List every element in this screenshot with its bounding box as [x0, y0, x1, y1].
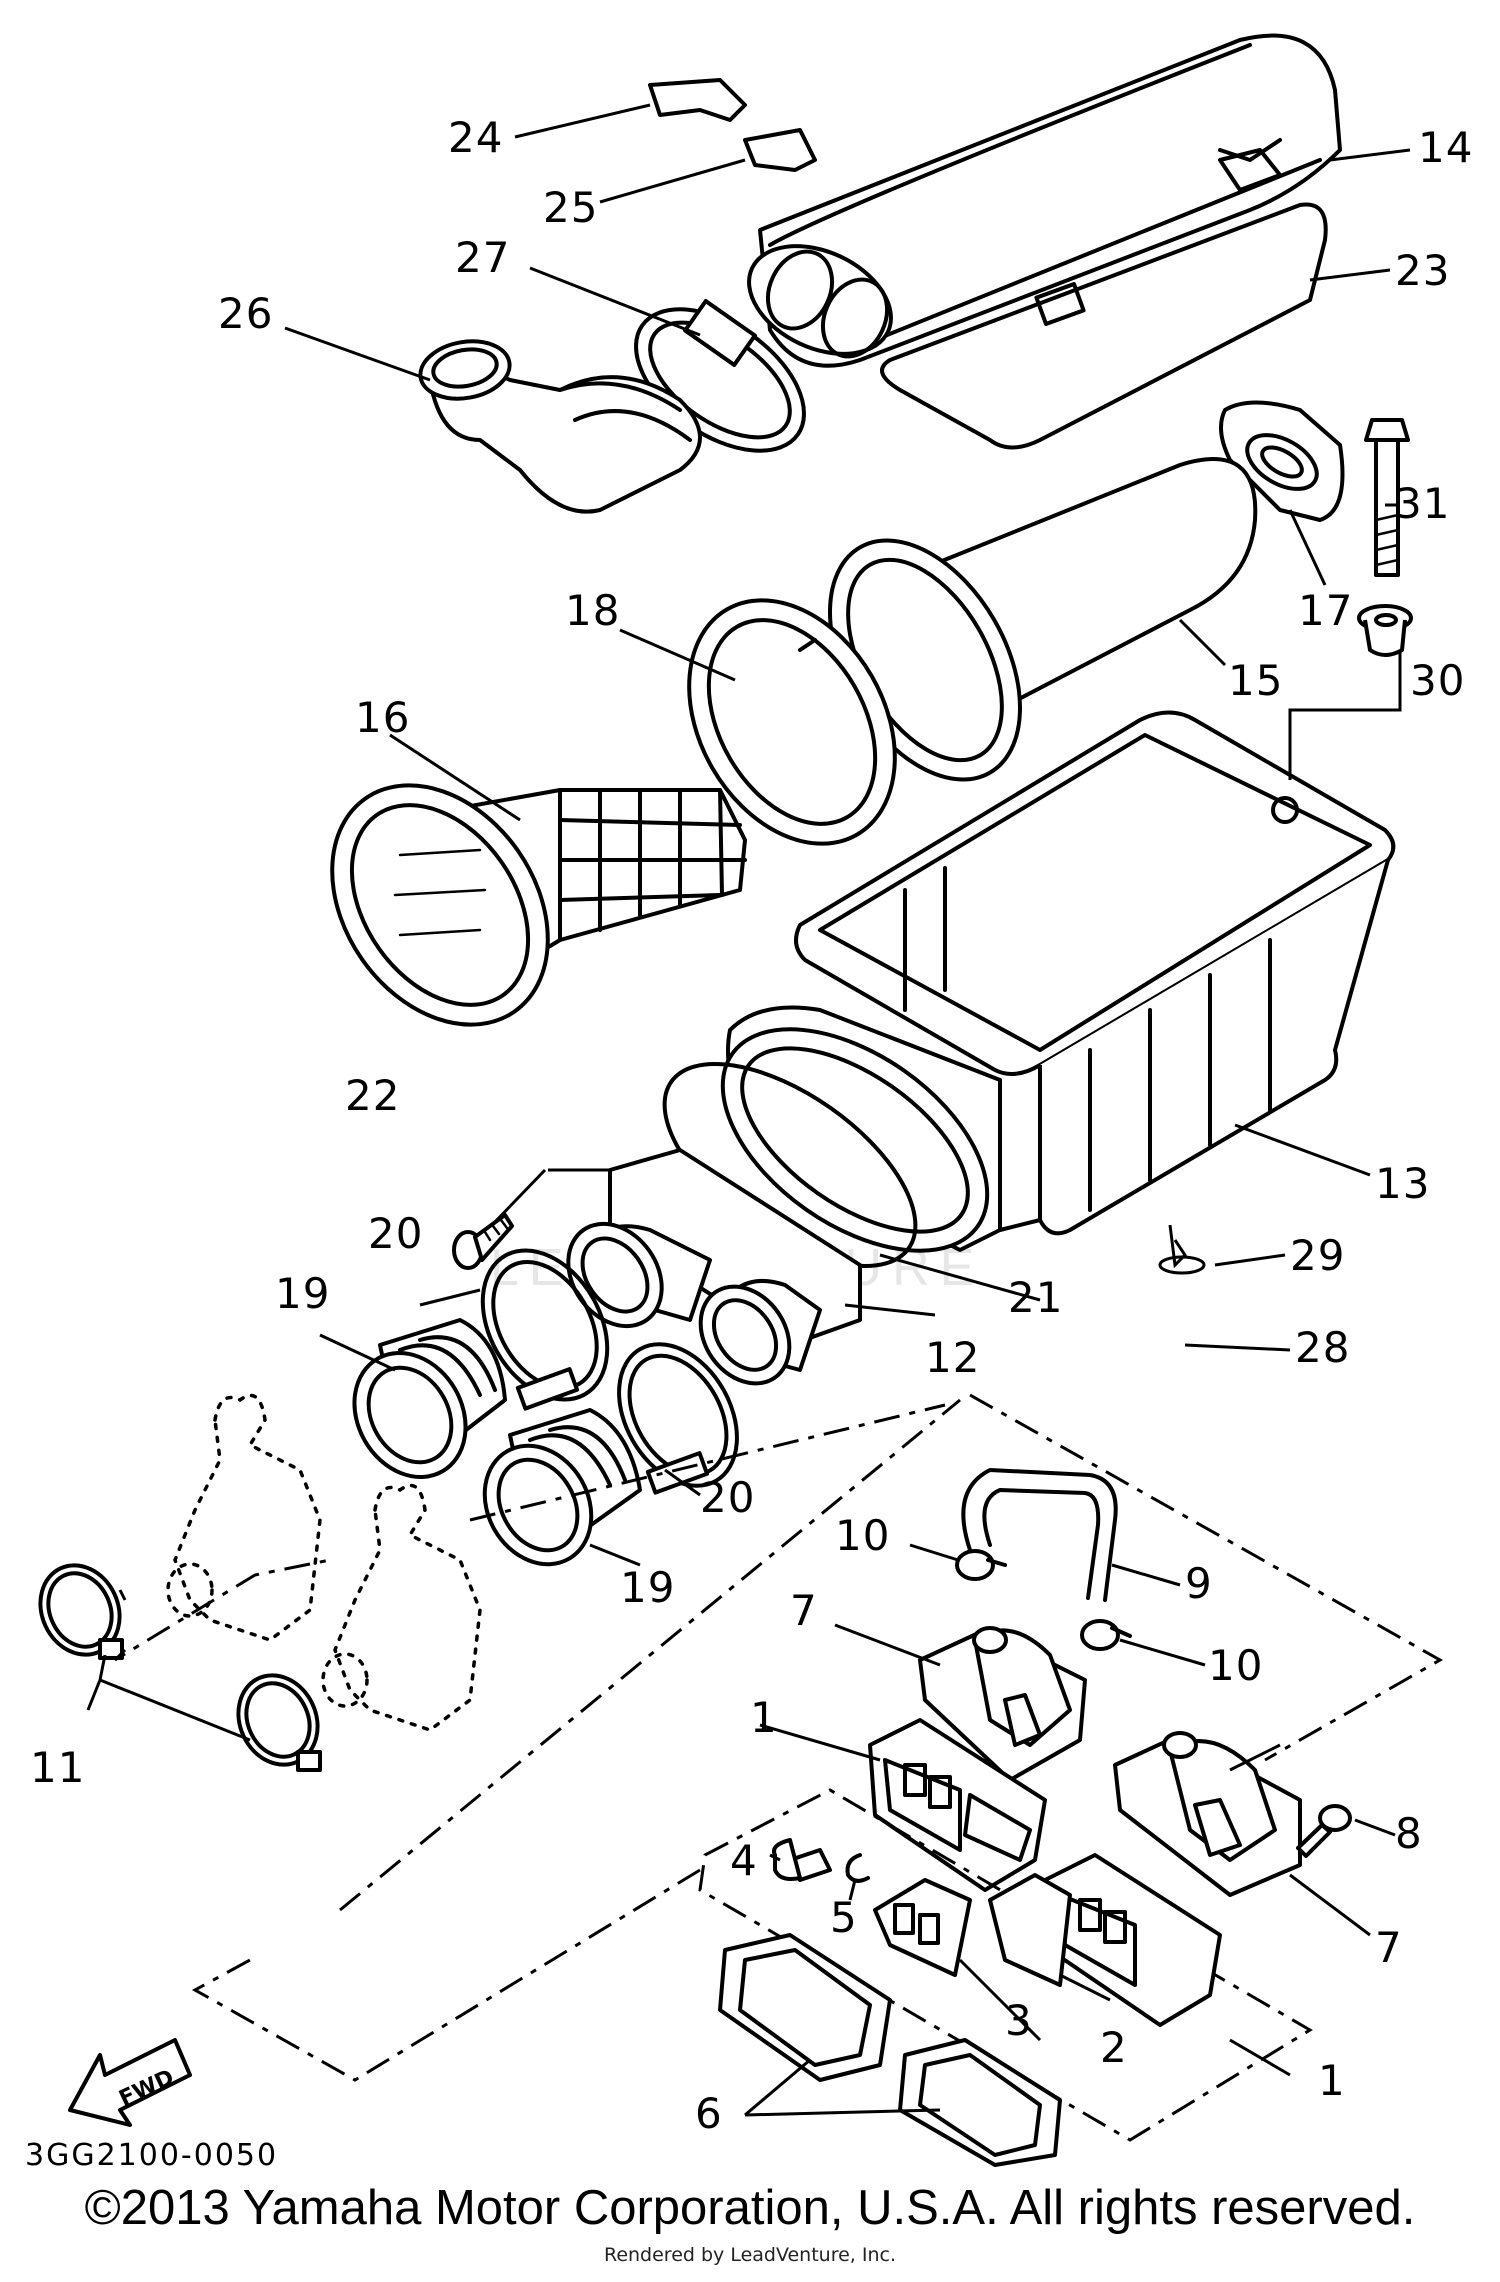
part-16-filter-cage — [330, 783, 747, 1027]
label-5: 5 — [830, 1893, 858, 1942]
part-19-boot-lower — [482, 1408, 642, 1567]
label-14: 14 — [1418, 123, 1473, 172]
label-15: 15 — [1228, 656, 1283, 705]
part-11-clamp-b — [236, 1673, 322, 1772]
label-31: 31 — [1395, 479, 1450, 528]
part-14-airbox-cover — [747, 33, 1342, 368]
label-9: 9 — [1185, 1559, 1213, 1608]
fwd-arrow: FWD — [68, 2038, 192, 2127]
label-30: 30 — [1410, 656, 1465, 705]
part-19-boot-upper — [352, 1318, 507, 1480]
label-8: 8 — [1395, 1809, 1423, 1858]
label-19a: 19 — [275, 1269, 330, 1318]
part-27-band — [634, 299, 806, 453]
leader-lines — [86, 103, 1411, 2117]
copyright-notice: ©2013 Yamaha Motor Corporation, U.S.A. A… — [84, 2181, 1416, 2235]
part-30-grommet — [1357, 604, 1413, 657]
label-19b: 19 — [620, 1563, 675, 1612]
part-6-gasket-b — [898, 2038, 1062, 2167]
part-31-bolt — [1364, 418, 1410, 577]
part-20-clamp-upper — [480, 1248, 610, 1411]
part-24-clip — [648, 78, 747, 122]
rendered-by-notice: Rendered by LeadVenture, Inc. — [603, 2244, 897, 2266]
label-28: 28 — [1295, 1323, 1350, 1372]
label-10b: 10 — [1208, 1641, 1263, 1690]
label-18: 18 — [565, 586, 620, 635]
label-24: 24 — [448, 113, 503, 162]
label-23: 23 — [1395, 246, 1450, 295]
part-9-hose — [961, 1468, 1118, 1602]
part-26-intake-duct — [418, 339, 702, 514]
label-1a: 1 — [750, 1693, 778, 1742]
part-10-clip-lower — [1080, 1619, 1132, 1651]
label-20b: 20 — [700, 1473, 755, 1522]
label-4: 4 — [730, 1836, 758, 1885]
label-1b: 1 — [1318, 2056, 1346, 2105]
intake-group-boundary — [113, 1393, 1444, 2082]
label-10a: 10 — [835, 1511, 890, 1560]
label-16: 16 — [355, 693, 410, 742]
part-18-ring — [687, 598, 897, 846]
part-1-reed-valve-upper — [868, 1718, 1047, 1892]
part-5-washer — [845, 1853, 870, 1883]
part-12-joint — [566, 1148, 862, 1386]
label-26: 26 — [218, 289, 273, 338]
part-8-screw — [1296, 1804, 1352, 1858]
part-labels: 24 25 27 26 14 23 31 17 30 15 18 16 13 2… — [30, 113, 1473, 2138]
part-11-clamp-a — [38, 1563, 124, 1660]
label-7a: 7 — [790, 1586, 818, 1635]
part-6-gasket-a — [718, 1933, 892, 2082]
part-7-cover-lower — [1113, 1731, 1302, 1897]
label-17: 17 — [1298, 586, 1353, 635]
label-20a: 20 — [368, 1209, 423, 1258]
label-21: 21 — [1008, 1273, 1063, 1322]
label-3: 3 — [1005, 1996, 1033, 2045]
drawing-code: 3GG2100-0050 — [25, 2138, 278, 2173]
label-29: 29 — [1290, 1231, 1345, 1280]
label-6: 6 — [695, 2089, 723, 2138]
part-3-reed — [873, 1878, 972, 1977]
part-22-screw — [452, 1213, 514, 1270]
label-25: 25 — [543, 183, 598, 232]
label-11: 11 — [30, 1743, 85, 1792]
part-20-clamp-lower — [617, 1342, 739, 1495]
part-10-clip-upper — [955, 1549, 1007, 1581]
part-25-clip — [743, 128, 817, 172]
part-1-reed-valve-lower — [1043, 1853, 1222, 2027]
label-12: 12 — [925, 1333, 980, 1382]
label-22: 22 — [345, 1071, 400, 1120]
part-23-gasket — [880, 202, 1328, 450]
part-7-cover-upper — [918, 1626, 1087, 1782]
part-2-stopper — [988, 1873, 1072, 1987]
part-4-screw — [772, 1838, 832, 1882]
carburetor-outlines — [166, 1393, 482, 1732]
label-27: 27 — [455, 233, 510, 282]
label-13: 13 — [1375, 1159, 1430, 1208]
part-17-plate — [1219, 400, 1345, 522]
label-2: 2 — [1100, 2023, 1128, 2072]
label-7b: 7 — [1375, 1923, 1403, 1972]
